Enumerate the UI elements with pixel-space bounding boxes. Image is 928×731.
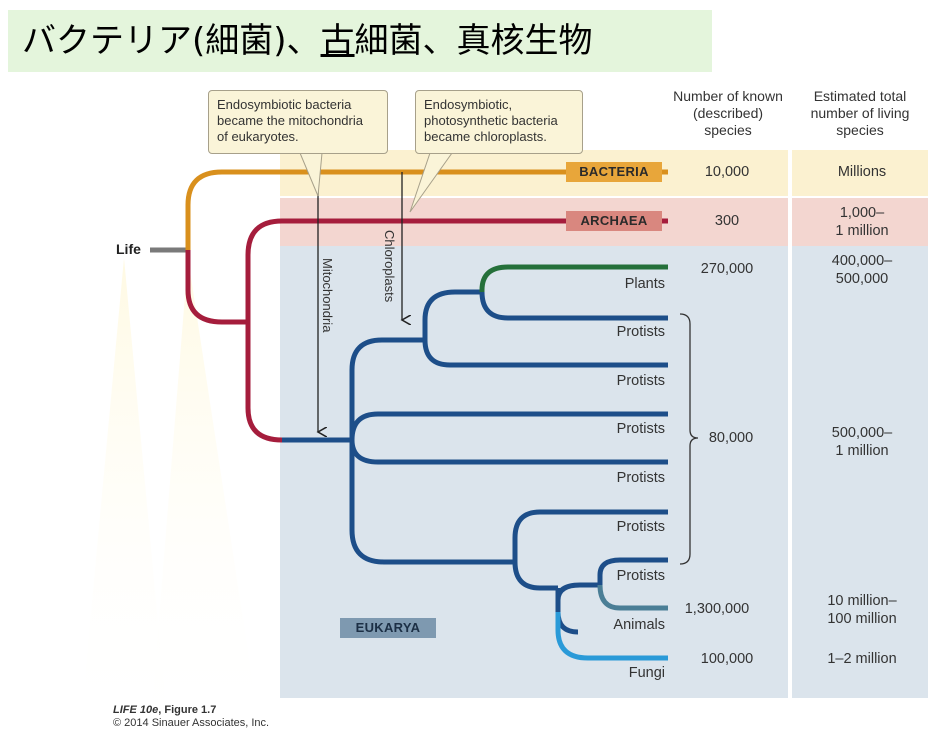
eukarya-stem [245,322,350,443]
total-header-line-3: species [836,122,884,138]
title-part-1: バクテリア(細菌)、 [22,21,321,61]
bacteria-band-right [792,150,928,196]
mito-callout-line-1: Endosymbiotic bacteria [217,97,352,112]
leaf-plants: Plants [624,276,665,292]
plants-total-line-2: 500,000 [835,271,889,287]
plants-branch [479,264,668,292]
credit-book-title: LIFE 10e [113,704,159,716]
figure-credit: LIFE 10e, Figure 1.7 © 2014 Sinauer Asso… [113,704,269,730]
mitochondria-label: Mitochondria [320,258,335,333]
archaea-total-count: 1,000– 1 million [796,204,928,240]
chloro-callout-line-2: photosynthetic bacteria [424,113,558,128]
plants-total-count: 400,000– 500,000 [796,252,928,288]
chloro-callout-line-1: Endosymbiotic, [424,97,513,112]
animals-total-line-2: 100 million [827,611,897,627]
credit-line-2: © 2014 Sinauer Associates, Inc. [113,717,270,729]
protists-total-count: 500,000– 1 million [796,424,928,460]
eukarya-mid-branch [349,411,668,441]
known-header-line-1: Number of known [673,88,783,104]
protists-total-line-2: 1 million [835,443,889,459]
leaf-protists-1: Protists [616,324,665,340]
leaf-fungi: Fungi [628,665,665,681]
archaea-known-count: 300 [714,213,740,229]
fungi-total-count: 1–2 million [827,651,897,667]
eukarya-upper-split [349,337,425,440]
total-header-line-1: Estimated total [813,88,907,104]
title-part-3: 細菌、真核生物 [354,21,593,61]
leaf-animals: Animals [613,617,665,633]
eukarya-band-right [792,246,928,698]
mitochondria-callout: Endosymbiotic bacteria became the mitoch… [208,90,388,154]
chloro-callout-line-3: became chloroplasts. [424,129,547,144]
protists-6-branch [597,557,668,585]
credit-figure-number: , Figure 1.7 [158,704,217,716]
chloroplast-callout: Endosymbiotic, photosynthetic bacteria b… [415,90,583,154]
protists-bracket [679,313,699,565]
archaea-total-line-2: 1 million [835,223,889,239]
known-header-line-2: (described) [692,105,764,121]
archaea-label: ARCHAEA [566,211,662,231]
credit-line-1: LIFE 10e, Figure 1.7 [113,704,269,717]
slide-title: バクテリア(細菌)、古細菌、真核生物 [8,10,712,72]
chloroplasts-label: Chloroplasts [382,230,397,303]
light-beam-left [80,258,168,731]
fungi-branch [555,612,668,661]
opisthokont-node [512,561,558,591]
archaea-eukarya-stem [185,250,248,325]
fungi-known-count: 100,000 [700,651,754,667]
leaf-protists-6: Protists [616,568,665,584]
known-header-line-3: species [704,122,752,138]
leaf-protists-4: Protists [616,470,665,486]
protists-2-branch [422,339,668,368]
mito-callout-line-2: became the mitochondria [217,113,363,128]
light-beam-right [150,258,260,731]
animals-known-count: 1,300,000 [684,601,750,617]
archaea-band-right [792,198,928,246]
leaf-protists-2: Protists [616,373,665,389]
bacteria-total-count: Millions [837,164,887,180]
animals-total-count: 10 million– 100 million [796,592,928,628]
bacteria-known-count: 10,000 [704,164,750,180]
protists-5-node [512,509,668,562]
plants-protists-node [422,289,482,340]
animals-branch [597,584,668,611]
eukarya-tree [282,289,668,612]
total-header-line-2: number of living [810,105,910,121]
plants-total-line-1: 400,000– [831,253,893,269]
protists-total-line-1: 500,000– [831,425,893,441]
plants-protists-1 [479,291,668,321]
total-species-header: Estimated total number of living species [792,88,928,139]
archaea-branch [245,218,668,322]
bacteria-branch [185,169,668,250]
archaea-total-line-1: 1,000– [839,205,885,221]
bacteria-label: BACTERIA [566,162,662,182]
animals-total-line-1: 10 million– [827,593,897,609]
eukarya-label: EUKARYA [340,618,436,638]
plants-known-count: 270,000 [700,261,754,277]
eukarya-lower-split [349,440,515,565]
protists-known-count: 80,000 [708,430,754,446]
mito-callout-line-3: of eukaryotes. [217,129,299,144]
life-label: Life [116,241,141,257]
known-species-header: Number of known (described) species [660,88,796,139]
leaf-protists-3: Protists [616,421,665,437]
eukarya-mid-branch-2 [349,439,668,465]
leaf-protists-5: Protists [616,519,665,535]
title-part-2-underlined: 古 [320,21,355,61]
